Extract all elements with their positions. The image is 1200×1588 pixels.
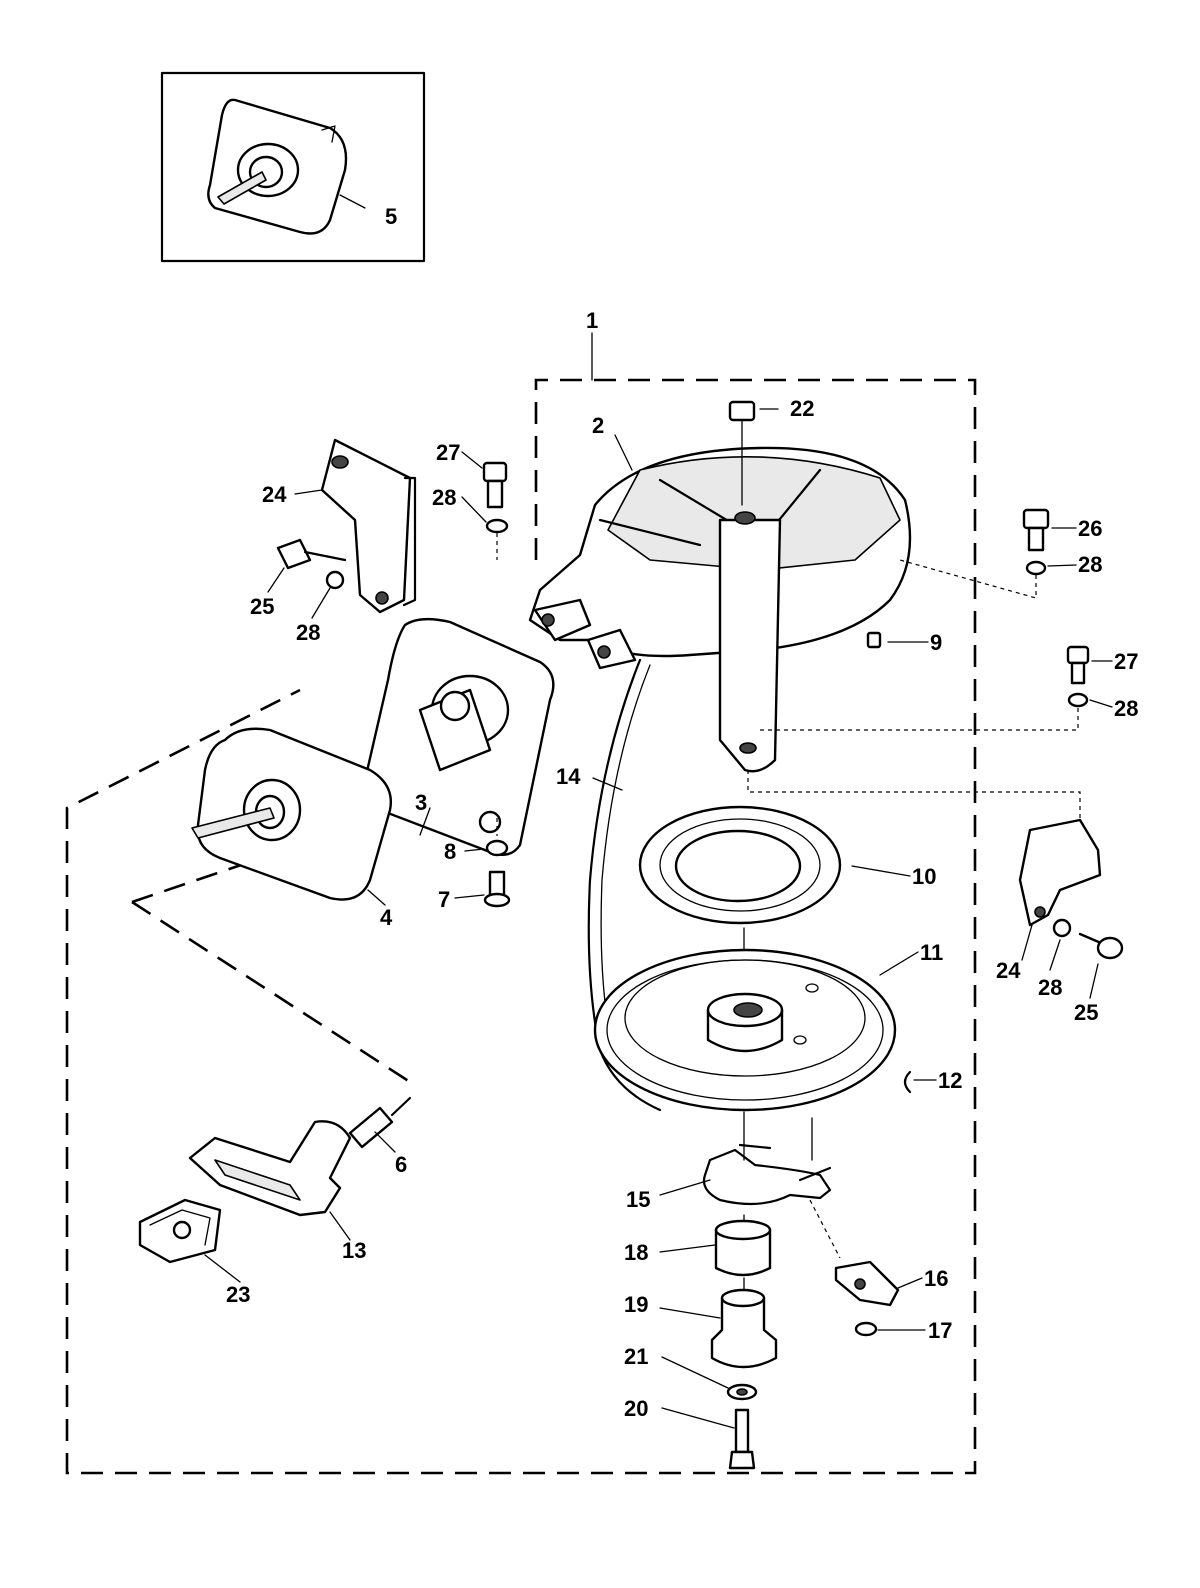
callout-28-lower-right: 28 (1038, 975, 1062, 1000)
hardware-group (482, 400, 1090, 820)
callout-27-right: 27 (1114, 649, 1138, 674)
starter-handle (138, 1096, 412, 1264)
callout-10: 10 (912, 864, 936, 889)
callout-18: 18 (624, 1240, 648, 1265)
screw-and-washer-left (483, 818, 511, 908)
callout-19: 19 (624, 1292, 648, 1317)
callout-7: 7 (438, 887, 450, 912)
starter-housing (528, 446, 912, 773)
cover (191, 727, 392, 901)
inset-detail-part-5 (160, 71, 426, 263)
callout-labels: 1 2 3 4 5 6 7 8 9 10 11 12 13 14 15 16 1… (226, 204, 1138, 1421)
bushing-stack (710, 1214, 778, 1470)
callout-12: 12 (938, 1068, 962, 1093)
callout-25-right: 25 (1074, 1000, 1098, 1025)
callout-16: 16 (924, 1266, 948, 1291)
rewind-spring (638, 805, 842, 961)
bracket-right (1018, 818, 1124, 960)
callout-8: 8 (444, 839, 456, 864)
callout-6: 6 (395, 1152, 407, 1177)
clip (903, 1070, 912, 1094)
callout-20: 20 (624, 1396, 648, 1421)
callout-14: 14 (556, 764, 581, 789)
callout-25-left: 25 (250, 594, 274, 619)
callout-22: 22 (790, 396, 814, 421)
callout-27-left: 27 (436, 440, 460, 465)
callout-5: 5 (385, 204, 397, 229)
callout-11: 11 (920, 940, 943, 965)
callout-28-mid-right: 28 (1114, 696, 1138, 721)
callout-24-right: 24 (996, 958, 1021, 983)
callout-4: 4 (380, 905, 393, 930)
bracket-left (276, 438, 417, 614)
leader-lines (204, 194, 1113, 1429)
callout-28-bottom-left: 28 (296, 620, 320, 645)
callout-28-top-left: 28 (432, 485, 456, 510)
callout-17: 17 (928, 1318, 952, 1343)
callout-21: 21 (624, 1344, 648, 1369)
callout-3: 3 (415, 790, 427, 815)
callout-15: 15 (626, 1187, 650, 1212)
callout-1: 1 (586, 308, 598, 333)
callout-24-left: 24 (262, 482, 287, 507)
callout-28-upper-right: 28 (1078, 552, 1102, 577)
back-plate (362, 617, 555, 856)
callout-9: 9 (930, 630, 942, 655)
callout-13: 13 (342, 1238, 366, 1263)
pawl-and-washer (809, 1199, 900, 1337)
friction-spring (702, 1143, 832, 1206)
callout-2: 2 (592, 413, 604, 438)
callout-26: 26 (1078, 516, 1102, 541)
rope-pulley (593, 948, 897, 1161)
callout-23: 23 (226, 1282, 250, 1307)
